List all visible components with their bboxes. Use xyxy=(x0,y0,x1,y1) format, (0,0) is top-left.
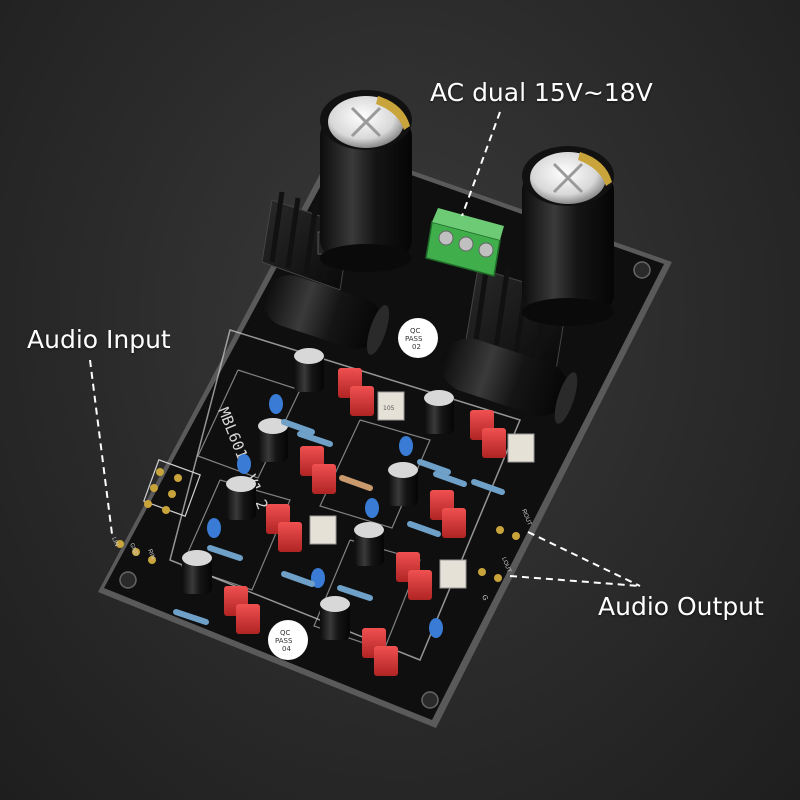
small-electrolytics xyxy=(182,348,454,640)
input-label-lin: LIN xyxy=(110,537,119,548)
qc-sticker-top-line2: PASS xyxy=(405,335,423,343)
filter-capacitor-left xyxy=(320,90,412,272)
axial-capacitor-left xyxy=(263,275,390,355)
audio-input-callout: Audio Input xyxy=(27,325,171,354)
qc-sticker-top-line1: QC xyxy=(410,327,421,335)
qc-sticker-top: QC PASS 02 xyxy=(398,318,438,358)
qc-sticker-bottom-line2: PASS xyxy=(275,637,293,645)
qc-sticker-bottom-line3: 04 xyxy=(282,645,291,653)
filter-capacitor-right xyxy=(522,146,614,326)
callout-line-output-1 xyxy=(527,531,641,587)
trimmer-pots: 105 xyxy=(309,391,535,589)
axial-capacitor-right xyxy=(441,338,578,424)
ac-power-callout: AC dual 15V~18V xyxy=(430,78,653,107)
input-label-rin: RIN xyxy=(146,549,155,561)
qc-sticker-bottom-line1: QC xyxy=(280,629,291,637)
trimmer-marking: 105 xyxy=(383,405,395,412)
ceramic-capacitors xyxy=(207,394,443,638)
callout-lines xyxy=(89,111,641,587)
callout-line-input xyxy=(89,359,113,535)
film-capacitors xyxy=(224,368,506,676)
resistors xyxy=(173,419,505,625)
qc-sticker-top-line3: 02 xyxy=(412,343,421,351)
output-label-lout: LOUT xyxy=(500,557,512,574)
callout-line-output-2 xyxy=(509,575,641,587)
output-label-g: G xyxy=(480,594,489,602)
callout-line-ac xyxy=(461,111,501,217)
input-label-gnd: GND xyxy=(128,543,139,558)
qc-sticker-bottom: QC PASS 04 xyxy=(268,620,308,660)
ac-terminal-block xyxy=(425,208,504,277)
input-header: LIN GND RIN xyxy=(110,459,201,564)
audio-output-callout: Audio Output xyxy=(598,592,764,621)
